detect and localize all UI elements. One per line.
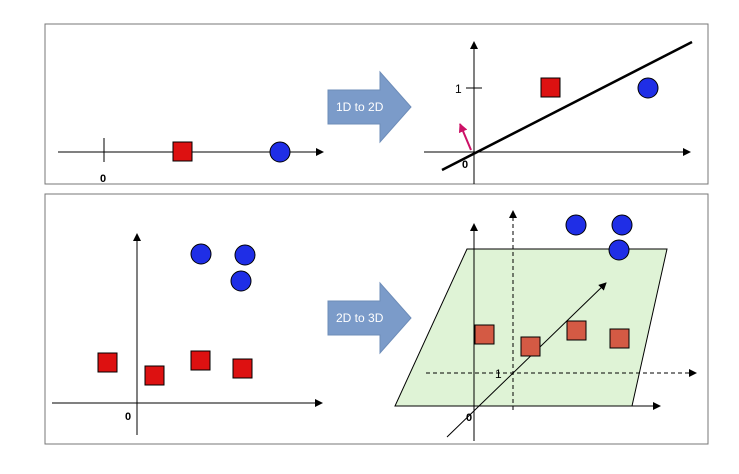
blue-circle bbox=[611, 214, 633, 236]
top-left-1d-plot: 0 bbox=[58, 138, 324, 185]
blue-circle bbox=[230, 270, 252, 292]
zero-label: 0 bbox=[462, 159, 468, 171]
y-one-label: 1 bbox=[455, 82, 462, 96]
zero-label: 0 bbox=[100, 173, 106, 185]
transform-arrow-2d-to-3d: 2D to 3D bbox=[327, 281, 412, 355]
one-label: 1 bbox=[495, 367, 502, 381]
top-right-2d-plot: 1 0 bbox=[424, 40, 693, 184]
blue-circle bbox=[637, 77, 659, 99]
red-square bbox=[190, 350, 211, 371]
red-square bbox=[474, 324, 495, 345]
zero-label: 0 bbox=[466, 412, 472, 424]
blue-circle bbox=[565, 214, 587, 236]
red-square bbox=[144, 365, 165, 386]
bottom-left-2d-plot: 0 bbox=[52, 233, 323, 435]
arrow-label: 1D to 2D bbox=[336, 100, 384, 114]
red-square bbox=[172, 141, 193, 162]
red-square bbox=[520, 336, 541, 357]
red-square bbox=[232, 358, 253, 379]
red-square bbox=[566, 320, 587, 341]
separating-line bbox=[441, 40, 693, 172]
red-square bbox=[540, 77, 561, 98]
arrow-shape bbox=[327, 281, 412, 355]
blue-circle bbox=[190, 243, 212, 265]
blue-circle bbox=[234, 244, 256, 266]
red-square bbox=[609, 328, 630, 349]
transform-arrow-1d-to-2d: 1D to 2D bbox=[327, 70, 412, 144]
blue-circle bbox=[608, 239, 630, 261]
arrow-label: 2D to 3D bbox=[336, 311, 384, 325]
depth-axis bbox=[446, 282, 607, 438]
red-square bbox=[97, 352, 118, 373]
normal-vector bbox=[458, 123, 472, 151]
blue-circle bbox=[269, 141, 291, 163]
arrow-shape bbox=[327, 70, 412, 144]
bottom-right-3d-plot: 1 0 bbox=[394, 210, 697, 441]
zero-label: 0 bbox=[125, 411, 131, 423]
